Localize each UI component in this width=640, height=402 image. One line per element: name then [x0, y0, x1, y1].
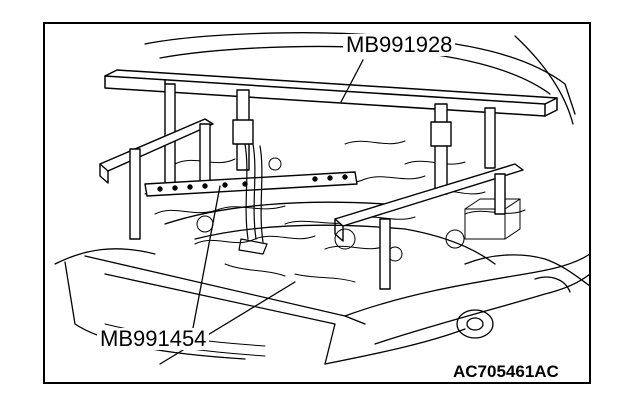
tool-left-arm [99, 118, 214, 240]
callout-label-top: MB991928 [343, 34, 456, 56]
figure-frame: MB991928 MB991454 AC705461AC [43, 22, 591, 384]
tool-plate-mb991454 [144, 171, 358, 197]
lifting-chain [238, 143, 268, 255]
figure-id-label: AC705461AC [451, 362, 561, 381]
engine-bay-illustration [54, 32, 589, 365]
callout-label-bottom: MB991454 [97, 328, 210, 350]
tool-right-arm [334, 163, 524, 290]
callout-leaders [159, 59, 364, 365]
